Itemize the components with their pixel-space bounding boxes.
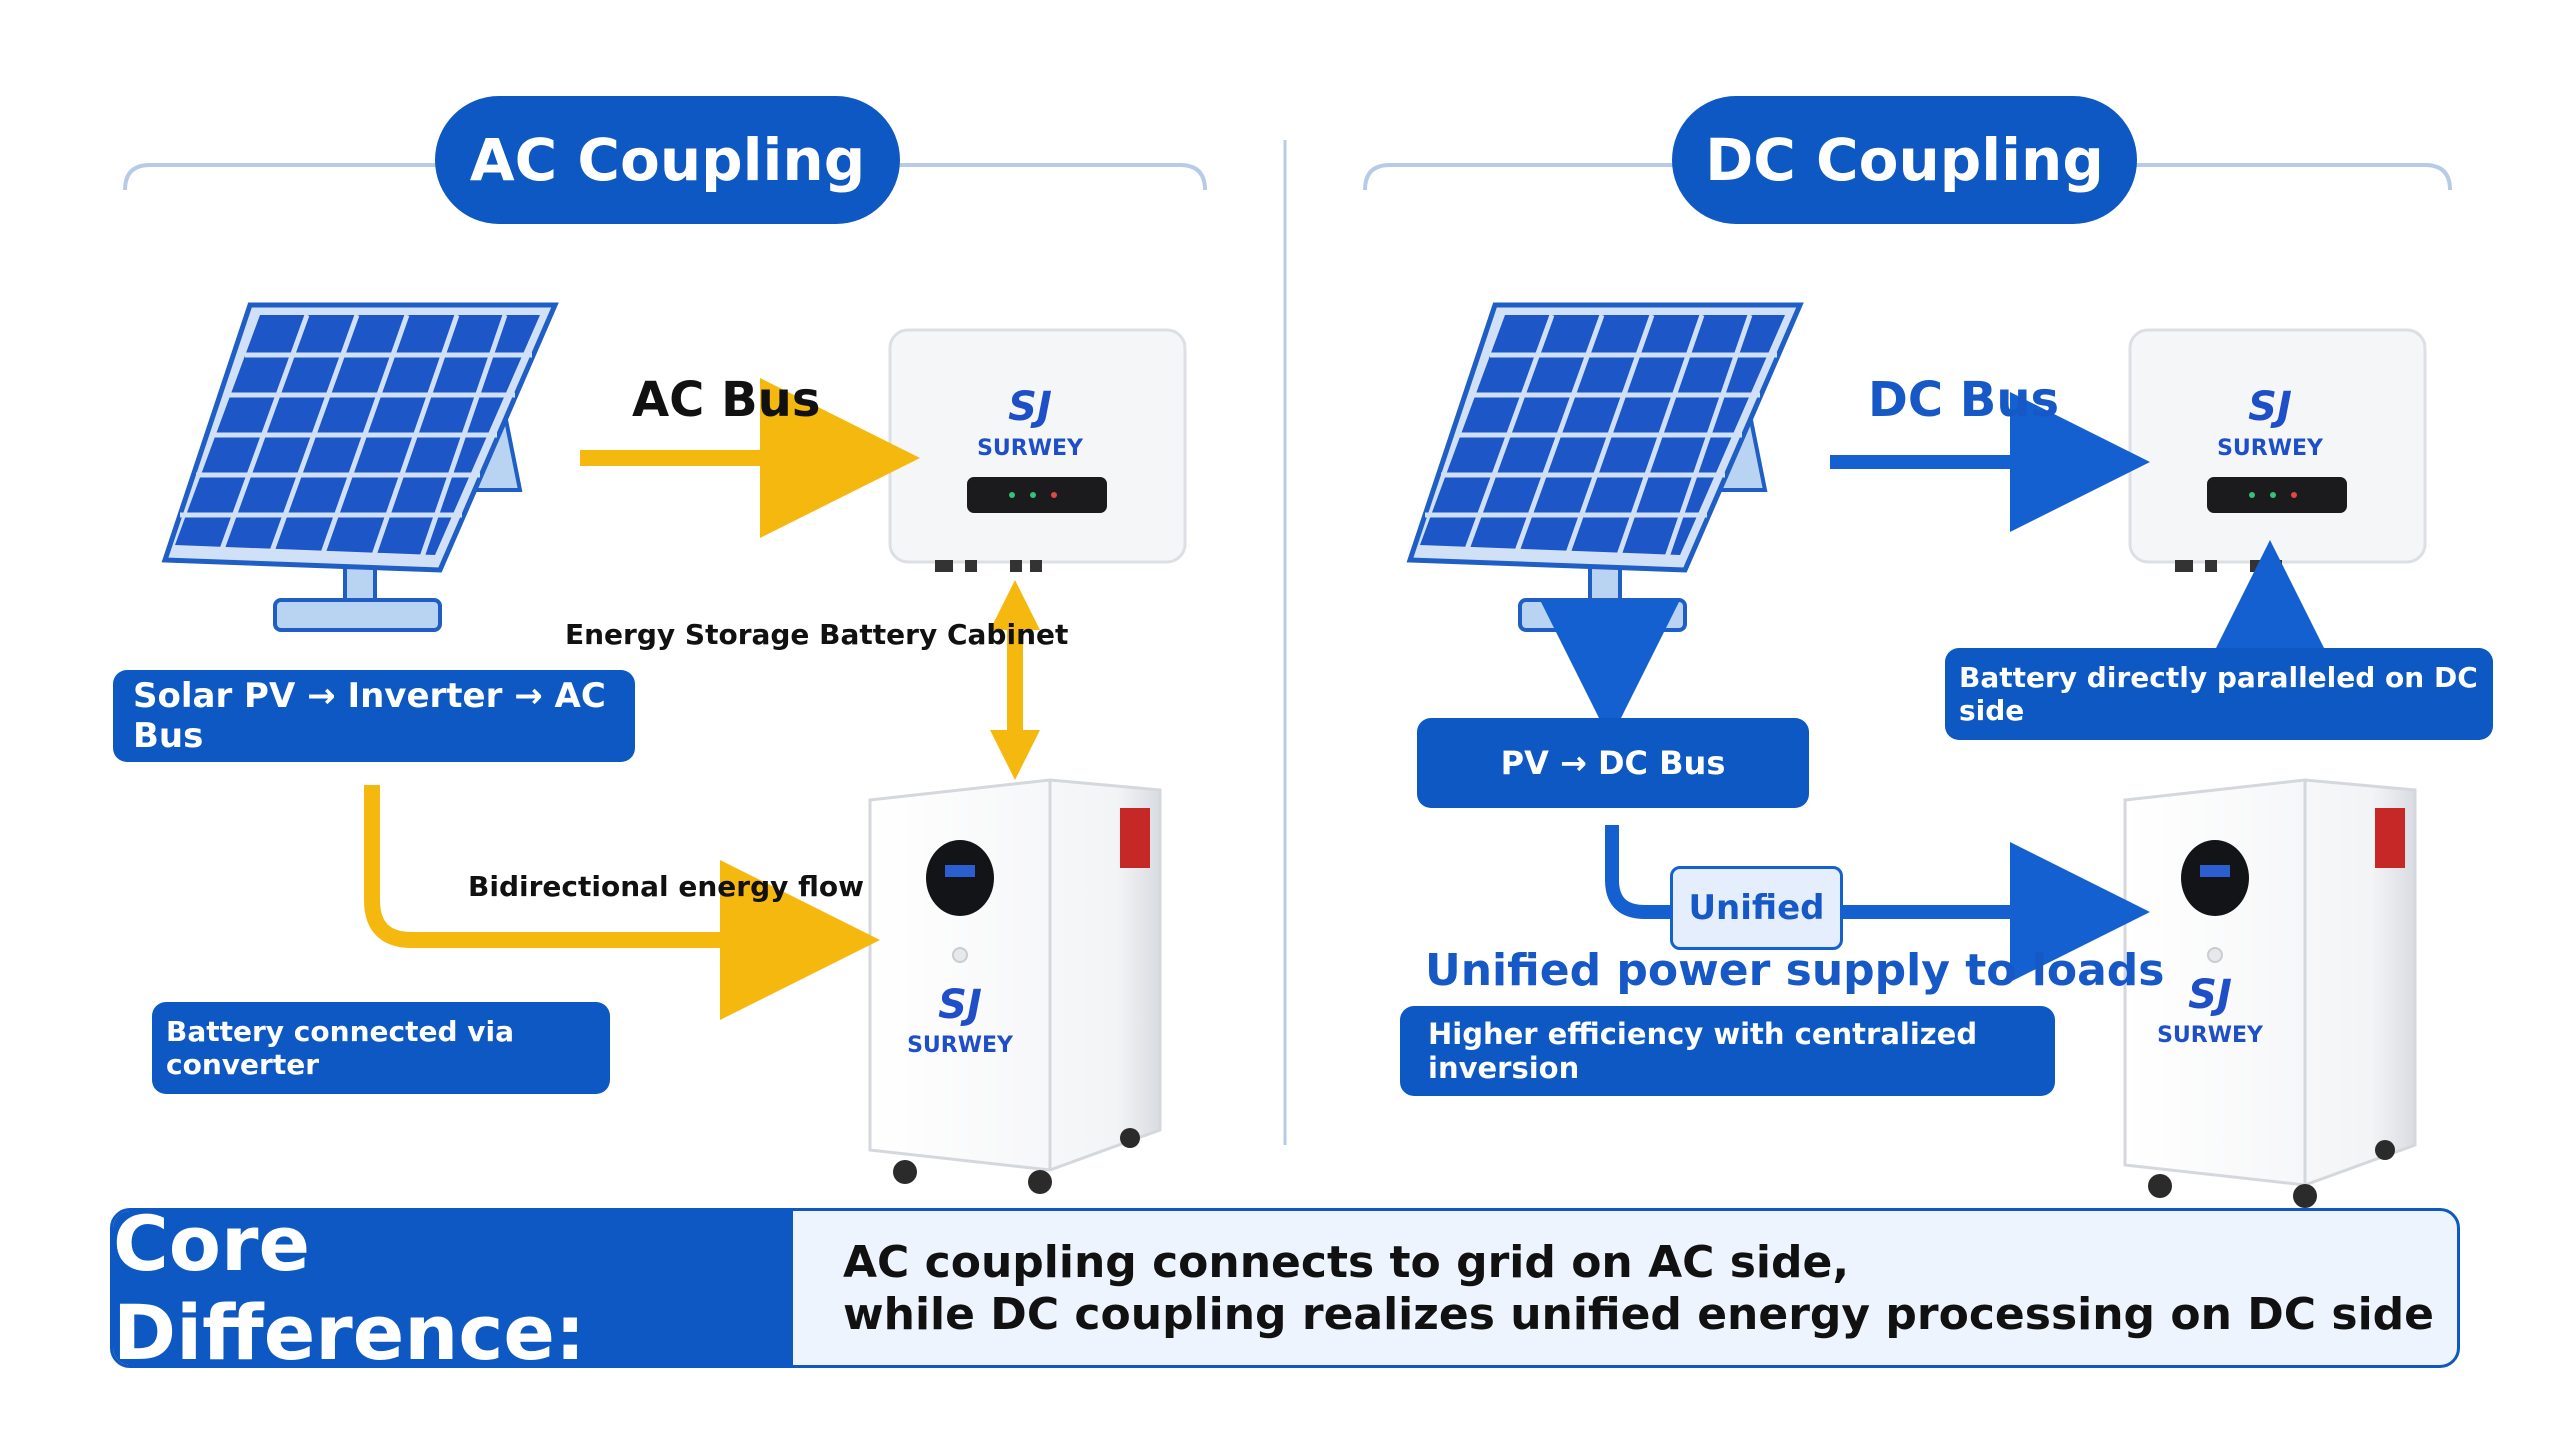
ac-flow-box: Solar PV → Inverter → AC Bus [113, 670, 635, 762]
svg-text:SJ: SJ [1008, 384, 1052, 430]
ac-inverter-logo-text: SURWEY [977, 436, 1084, 461]
dc-flow-box: PV → DC Bus [1417, 718, 1809, 808]
ac-coupling-title: AC Coupling [435, 96, 900, 224]
ac-bidirectional-flow-arrow [364, 785, 880, 1020]
dc-battery-cabinet-icon: SJ SURWEY [2123, 778, 2417, 1208]
svg-text:SJ: SJ [938, 982, 982, 1028]
svg-text:SJ: SJ [2188, 972, 2232, 1018]
dc-inverter-logo-text: SURWEY [2217, 436, 2324, 461]
dc-bus-label: DC Bus [1868, 372, 2060, 428]
core-difference-text: AC coupling connects to grid on AC side,… [843, 1237, 2434, 1341]
dc-bracket-line [1363, 163, 2452, 191]
core-difference-banner: Core Difference: AC coupling connects to… [110, 1208, 2460, 1368]
energy-storage-label: Energy Storage Battery Cabinet [565, 618, 1069, 651]
dc-battery-parallel-box: Battery directly paralleled on DC side [1945, 648, 2493, 740]
dc-unified-supply-label: Unified power supply to loads [1425, 945, 2165, 996]
core-difference-line2: while DC coupling realizes unified energ… [843, 1289, 2434, 1340]
ac-inverter-icon: SJ SURWEY [888, 328, 1187, 572]
dc-coupling-title: DC Coupling [1672, 96, 2137, 224]
ac-bidirectional-vertical-arrow [990, 580, 1040, 780]
ac-battery-converter-box: Battery connected via converter [152, 1002, 610, 1094]
ac-battery-cabinet-icon: SJ SURWEY [868, 778, 1162, 1194]
dc-inverter-icon: SJ SURWEY [2128, 328, 2427, 572]
ac-bus-label: AC Bus [632, 372, 821, 428]
bidirectional-flow-label: Bidirectional energy flow [468, 870, 864, 903]
dc-efficiency-box: Higher efficiency with centralized inver… [1400, 1006, 2055, 1096]
ac-cabinet-logo-text: SURWEY [907, 1033, 1014, 1058]
dc-unified-tag: Unified [1670, 866, 1843, 950]
ac-solar-panel-icon [161, 302, 559, 632]
ac-bracket-line [123, 163, 1207, 191]
svg-text:SJ: SJ [2248, 384, 2292, 430]
core-difference-line1: AC coupling connects to grid on AC side, [843, 1237, 1850, 1288]
dc-unified-flow-arrow [1605, 825, 2150, 982]
dc-solar-panel-icon [1406, 302, 1804, 632]
core-difference-title: Core Difference: [113, 1211, 793, 1365]
dc-cabinet-logo-text: SURWEY [2157, 1023, 2264, 1048]
